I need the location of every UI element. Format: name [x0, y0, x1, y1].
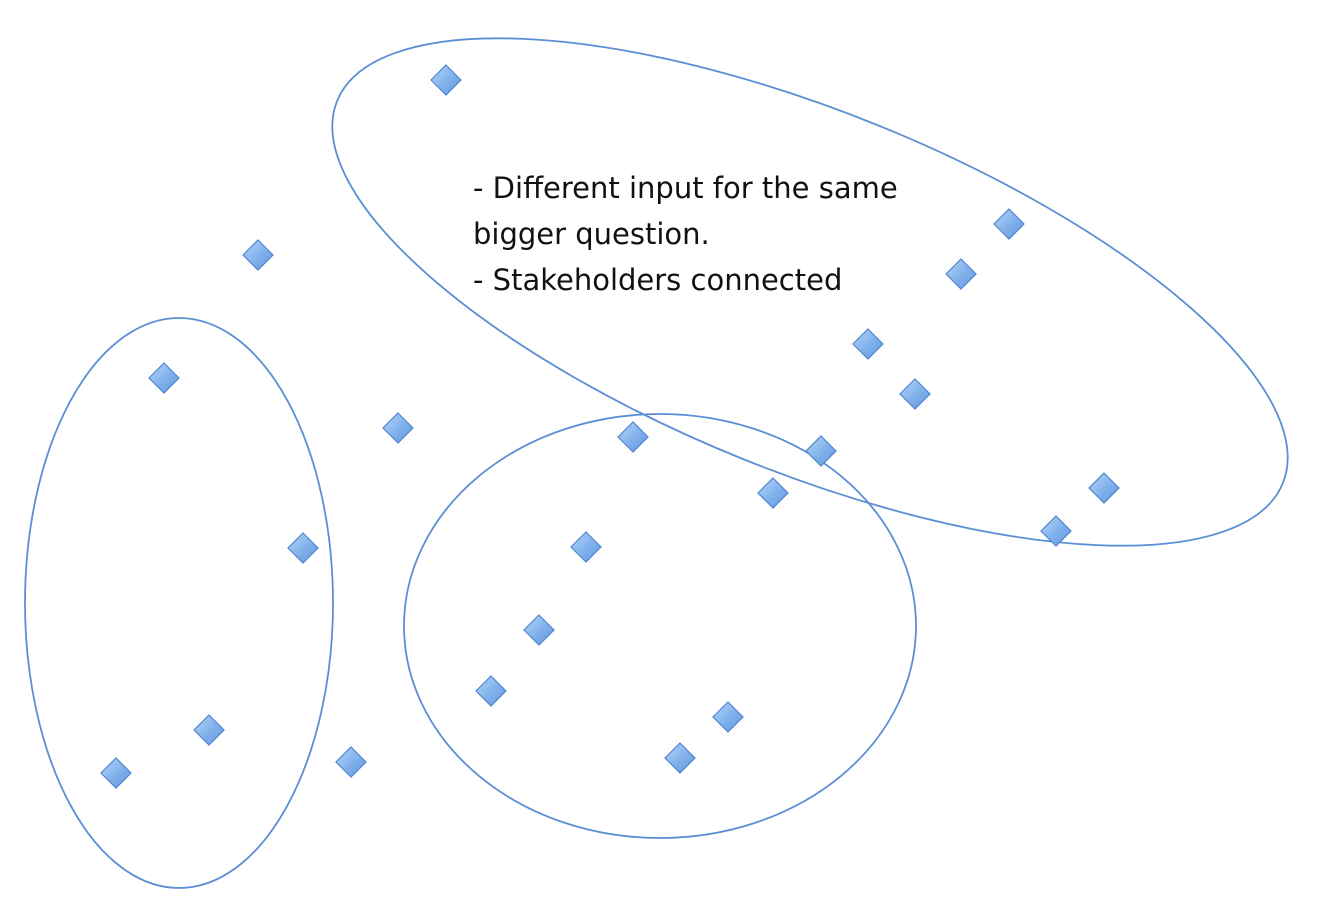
cluster-ellipse-left: [24, 317, 334, 889]
cluster-ellipse-top-right: [331, 37, 1289, 547]
diamond-marker: [852, 328, 884, 360]
diamond-marker: [664, 742, 696, 774]
cluster-ellipse-center: [403, 413, 917, 839]
diamond-marker: [100, 757, 132, 789]
diamond-marker: [523, 614, 555, 646]
cluster-annotation: - Different input for the same bigger qu…: [473, 165, 993, 303]
diamond-marker: [805, 435, 837, 467]
diamond-marker: [1040, 515, 1072, 547]
cluster-ellipses: [24, 37, 1289, 889]
diamond-marker: [945, 258, 977, 290]
annotation-line: - Stakeholders connected: [473, 263, 843, 297]
diamond-marker: [617, 421, 649, 453]
diamond-marker: [148, 362, 180, 394]
annotation-line: - Different input for the same: [473, 171, 898, 205]
annotation-line: bigger question.: [473, 217, 710, 251]
diamond-marker: [899, 378, 931, 410]
diamond-marker: [382, 412, 414, 444]
data-point-markers: [100, 64, 1120, 789]
diamond-marker: [570, 531, 602, 563]
diamond-marker: [993, 208, 1025, 240]
diamond-marker: [287, 532, 319, 564]
diamond-marker: [242, 239, 274, 271]
diamond-marker: [475, 675, 507, 707]
diamond-marker: [335, 746, 367, 778]
diamond-marker: [1088, 472, 1120, 504]
diamond-marker: [712, 701, 744, 733]
diamond-marker: [430, 64, 462, 96]
diamond-marker: [757, 477, 789, 509]
diamond-marker: [193, 714, 225, 746]
